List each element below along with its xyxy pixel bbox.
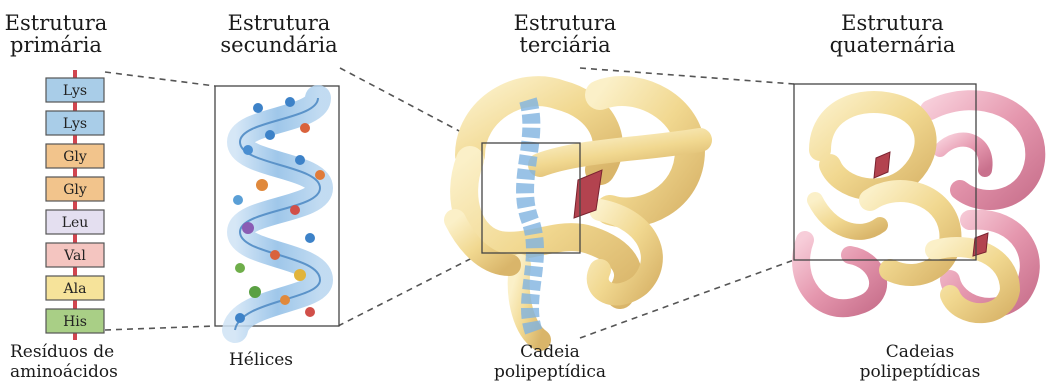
atom bbox=[233, 195, 243, 205]
residue-label: Gly bbox=[63, 182, 87, 198]
tertiary-illustration bbox=[455, 91, 700, 340]
atom bbox=[265, 130, 275, 140]
quaternary-illustration bbox=[794, 84, 1035, 313]
atom bbox=[315, 170, 325, 180]
connector-secondary-bottom bbox=[338, 253, 482, 326]
caption-tertiary: Cadeia polipeptídica bbox=[480, 342, 620, 382]
caption-primary: Resíduos de aminoácidos bbox=[0, 342, 158, 382]
residue-label: Ala bbox=[63, 281, 87, 297]
atom bbox=[249, 286, 261, 298]
caption-quaternary: Cadeias polipeptídicas bbox=[835, 342, 1005, 382]
connector-primary-top bbox=[105, 72, 215, 86]
atom bbox=[256, 179, 268, 191]
atom bbox=[285, 97, 295, 107]
caption-secondary-line1: Hélices bbox=[205, 350, 317, 370]
caption-tertiary-line2: polipeptídica bbox=[480, 362, 620, 382]
residue-label: His bbox=[63, 314, 87, 330]
helix-illustration bbox=[215, 86, 339, 330]
residue-label: Lys bbox=[63, 83, 87, 99]
atom bbox=[253, 103, 263, 113]
atom bbox=[290, 205, 300, 215]
yellow-chain bbox=[820, 102, 926, 189]
atom bbox=[243, 145, 253, 155]
pink-chain bbox=[940, 140, 986, 170]
atom bbox=[294, 269, 306, 281]
atom bbox=[235, 313, 245, 323]
caption-secondary: Hélices bbox=[205, 350, 317, 370]
tertiary-helix bbox=[525, 100, 535, 335]
caption-quaternary-line1: Cadeias bbox=[835, 342, 1005, 362]
residue-label: Lys bbox=[63, 116, 87, 132]
atom bbox=[305, 233, 315, 243]
pink-chain bbox=[801, 240, 878, 308]
caption-quaternary-line2: polipeptídicas bbox=[835, 362, 1005, 382]
heme-group bbox=[973, 233, 988, 256]
residue-label: Leu bbox=[62, 215, 89, 231]
atom bbox=[300, 123, 310, 133]
heme-group bbox=[874, 152, 890, 178]
caption-primary-line1: Resíduos de bbox=[10, 342, 158, 362]
connector-primary-bottom bbox=[105, 326, 215, 330]
atom bbox=[280, 295, 290, 305]
atom bbox=[270, 250, 280, 260]
atom bbox=[305, 307, 315, 317]
atom bbox=[242, 222, 254, 234]
caption-tertiary-line1: Cadeia bbox=[480, 342, 620, 362]
residue-label: Val bbox=[63, 248, 86, 264]
connector-lines bbox=[105, 68, 794, 338]
atom bbox=[235, 263, 245, 273]
residue-label: Gly bbox=[63, 149, 87, 165]
caption-primary-line2: aminoácidos bbox=[10, 362, 158, 382]
atom bbox=[295, 155, 305, 165]
